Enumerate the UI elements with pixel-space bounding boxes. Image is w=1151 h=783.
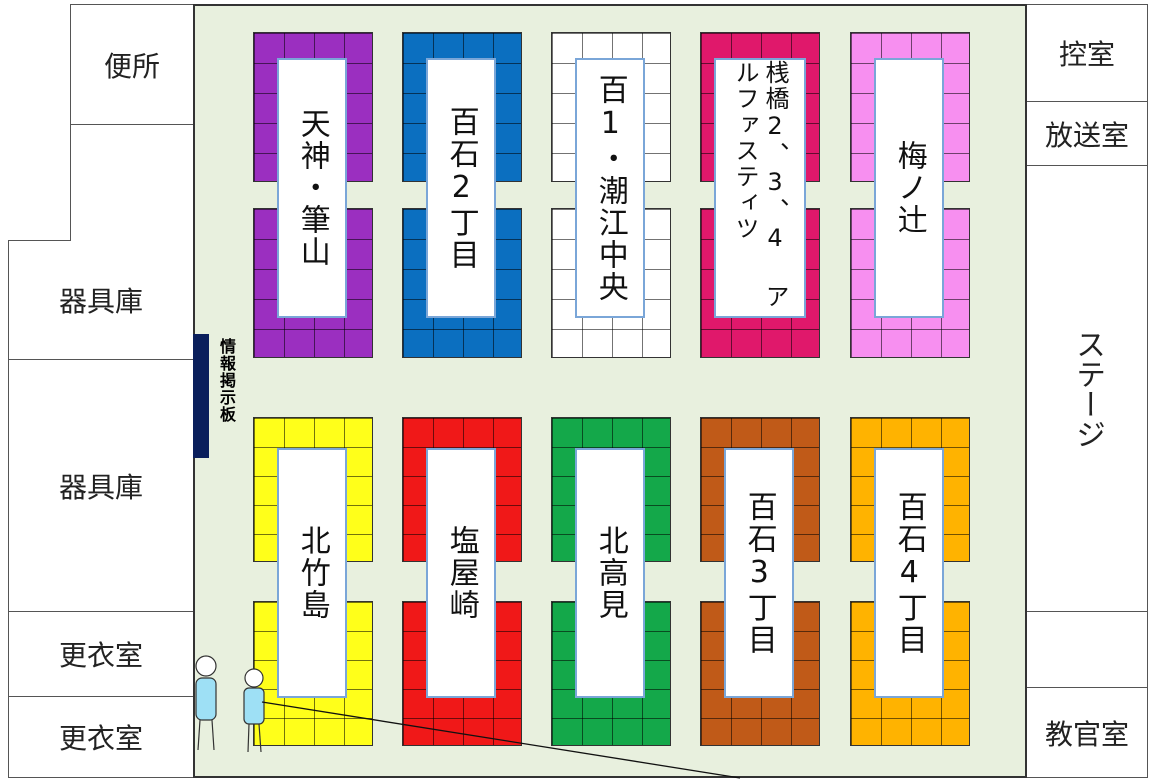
waiting-label: 控室 — [1058, 38, 1115, 71]
storage-upper-label: 器具庫 — [58, 285, 143, 318]
stage-label: ステージ — [1070, 328, 1105, 449]
area-label-6: 北竹島 — [277, 448, 347, 698]
area-label-1: 天神・筆山 — [277, 58, 347, 318]
locker1-label: 更衣室 — [58, 639, 143, 672]
area-name: 北竹島 — [294, 525, 330, 621]
area-label-7: 塩屋崎 — [426, 448, 496, 698]
area-name: 桟橋2、3、4 アルファスティツ — [731, 60, 789, 310]
info-board-label: 情報掲示板 — [217, 338, 236, 423]
info-board — [193, 334, 209, 458]
area-label-3: 百1・潮江中央 — [575, 58, 645, 318]
area-name: 天神・筆山 — [294, 108, 330, 268]
blank-room — [1026, 611, 1148, 688]
stage: ステージ — [1026, 165, 1148, 612]
broadcast-label: 放送室 — [1044, 118, 1129, 152]
area-label-4: 桟橋2、3、4 アルファスティツ — [714, 58, 806, 318]
toilet-room: 便所 — [70, 4, 194, 125]
area-name: 塩屋崎 — [443, 525, 479, 621]
storage-room-lower: 器具庫 — [8, 359, 194, 612]
area-label-8: 北高見 — [575, 448, 645, 698]
broadcast-room: 放送室 — [1026, 101, 1148, 166]
locker-room-1: 更衣室 — [8, 611, 194, 697]
area-name: 百石2丁目 — [443, 105, 479, 271]
toilet-label: 便所 — [103, 49, 160, 83]
teachers-room: 教官室 — [1026, 687, 1148, 778]
area-name: 百石3丁目 — [741, 490, 777, 656]
area-label-5: 梅ノ辻 — [874, 58, 944, 318]
area-seat-grid — [551, 32, 671, 182]
locker-room-2: 更衣室 — [8, 696, 194, 778]
area-label-10: 百石4丁目 — [874, 448, 944, 698]
area-name: 百石4丁目 — [891, 490, 927, 656]
teachers-label: 教官室 — [1044, 717, 1129, 751]
area-name: 百1・潮江中央 — [592, 73, 628, 303]
storage-lower-label: 器具庫 — [58, 470, 143, 504]
area-label-9: 百石3丁目 — [724, 448, 794, 698]
area-label-2: 百石2丁目 — [426, 58, 496, 318]
area-name: 北高見 — [592, 525, 628, 621]
area-name: 梅ノ辻 — [891, 140, 927, 236]
locker2-label: 更衣室 — [58, 722, 143, 755]
people-illustration — [195, 655, 265, 753]
person-icon — [195, 655, 265, 753]
